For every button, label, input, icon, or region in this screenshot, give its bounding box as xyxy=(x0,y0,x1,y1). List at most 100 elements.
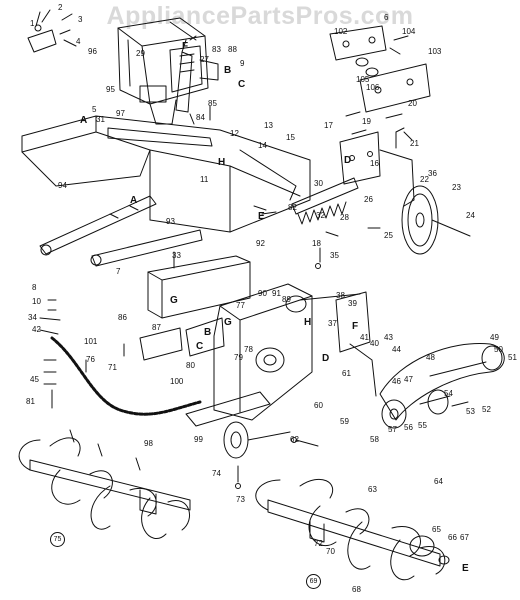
ref-letter-b-mid: B xyxy=(204,327,212,338)
part-label-35: 35 xyxy=(330,251,339,260)
part-label-21: 21 xyxy=(410,139,419,148)
circled-label-75: 75 xyxy=(50,532,65,547)
part-label-19: 19 xyxy=(362,117,371,126)
ref-letter-g-mid: G xyxy=(224,317,232,328)
part-label-33: 33 xyxy=(172,251,181,260)
part-label-83: 83 xyxy=(212,45,221,54)
part-label-87: 87 xyxy=(152,323,161,332)
part-label-73: 73 xyxy=(236,495,245,504)
part-label-10: 10 xyxy=(32,297,41,306)
ref-letter-h-mid: H xyxy=(304,317,312,328)
part-label-59: 59 xyxy=(340,417,349,426)
part-label-79: 79 xyxy=(234,353,243,362)
part-label-62: 62 xyxy=(290,435,299,444)
part-label-4: 4 xyxy=(76,37,81,46)
right-tine-set xyxy=(256,479,449,579)
part-label-52: 52 xyxy=(482,405,491,414)
part-label-13: 13 xyxy=(264,121,273,130)
part-label-50: 50 xyxy=(494,345,503,354)
upper-plates xyxy=(330,26,430,112)
part-label-44: 44 xyxy=(392,345,401,354)
part-label-67: 67 xyxy=(460,533,469,542)
part-label-28: 28 xyxy=(340,213,349,222)
part-label-72: 72 xyxy=(314,539,323,548)
part-label-25: 25 xyxy=(384,231,393,240)
part-label-45: 45 xyxy=(30,375,39,384)
ref-letter-c-mid: C xyxy=(196,341,204,352)
transmission-housing xyxy=(140,284,360,420)
part-label-47: 47 xyxy=(404,375,413,384)
part-label-63: 63 xyxy=(368,485,377,494)
part-label-39: 39 xyxy=(348,299,357,308)
part-label-32: 32 xyxy=(316,211,325,220)
part-label-99: 99 xyxy=(194,435,203,444)
part-label-46: 46 xyxy=(392,377,401,386)
part-label-90: 90 xyxy=(258,289,267,298)
part-label-29: 29 xyxy=(136,49,145,58)
part-label-97: 97 xyxy=(116,109,125,118)
part-label-91: 91 xyxy=(272,289,281,298)
part-label-77: 77 xyxy=(236,301,245,310)
left-tine-set xyxy=(19,430,190,539)
part-label-82: 82 xyxy=(288,203,297,212)
part-label-53: 53 xyxy=(466,407,475,416)
part-label-42: 42 xyxy=(32,325,41,334)
part-label-27: 27 xyxy=(200,55,209,64)
ref-letter-f-top: F xyxy=(182,41,189,52)
ref-letter-c-top: C xyxy=(238,79,246,90)
part-label-14: 14 xyxy=(258,141,267,150)
part-label-20: 20 xyxy=(408,99,417,108)
watermark: AppliancePartsPros.com xyxy=(106,2,414,30)
ref-letter-g-cover: G xyxy=(170,295,178,306)
part-label-78: 78 xyxy=(244,345,253,354)
wheel xyxy=(402,186,470,254)
ref-letter-h-top: H xyxy=(218,157,226,168)
part-label-94: 94 xyxy=(58,181,67,190)
part-label-43: 43 xyxy=(384,333,393,342)
part-label-18: 18 xyxy=(312,239,321,248)
circled-label-69: 69 xyxy=(306,574,321,589)
part-label-76: 76 xyxy=(86,355,95,364)
engine-assembly xyxy=(118,18,218,124)
part-label-11: 11 xyxy=(200,175,209,184)
part-label-15: 15 xyxy=(286,133,295,142)
part-label-81: 81 xyxy=(26,397,35,406)
part-label-26: 26 xyxy=(364,195,373,204)
ref-letter-e-bottom: E xyxy=(462,563,469,574)
part-label-101: 101 xyxy=(84,337,98,346)
part-label-84: 84 xyxy=(196,113,205,122)
part-label-104: 104 xyxy=(402,27,416,36)
part-label-31: 31 xyxy=(96,115,105,124)
part-label-24: 24 xyxy=(466,211,475,220)
hardware-fasteners xyxy=(86,106,402,489)
part-label-93: 93 xyxy=(166,217,175,226)
part-label-66: 66 xyxy=(448,533,457,542)
part-label-71: 71 xyxy=(108,363,117,372)
part-label-41: 41 xyxy=(360,333,369,342)
throttle-bracket-group xyxy=(28,10,76,52)
hitch-links xyxy=(40,196,202,266)
part-label-106: 106 xyxy=(366,83,380,92)
tine-shaft-hub xyxy=(186,392,290,458)
part-label-8: 8 xyxy=(32,283,37,292)
part-label-88: 88 xyxy=(228,45,237,54)
part-label-9: 9 xyxy=(240,59,245,68)
rotor-shield xyxy=(22,116,310,232)
part-label-74: 74 xyxy=(212,469,221,478)
part-label-61: 61 xyxy=(342,369,351,378)
part-label-1: 1 xyxy=(30,19,35,28)
part-label-57: 57 xyxy=(388,425,397,434)
part-label-5: 5 xyxy=(92,105,97,114)
part-label-34: 34 xyxy=(28,313,37,322)
drive-chain xyxy=(40,300,200,414)
part-label-3: 3 xyxy=(78,15,83,24)
part-label-105: 105 xyxy=(356,75,370,84)
part-label-38: 38 xyxy=(336,291,345,300)
depth-bar xyxy=(292,178,358,224)
part-label-85: 85 xyxy=(208,99,217,108)
ref-letter-f-mid: F xyxy=(352,321,359,332)
ref-letter-e-top: E xyxy=(258,211,265,222)
part-label-80: 80 xyxy=(186,361,195,370)
belt-pulley-assembly xyxy=(336,292,504,428)
